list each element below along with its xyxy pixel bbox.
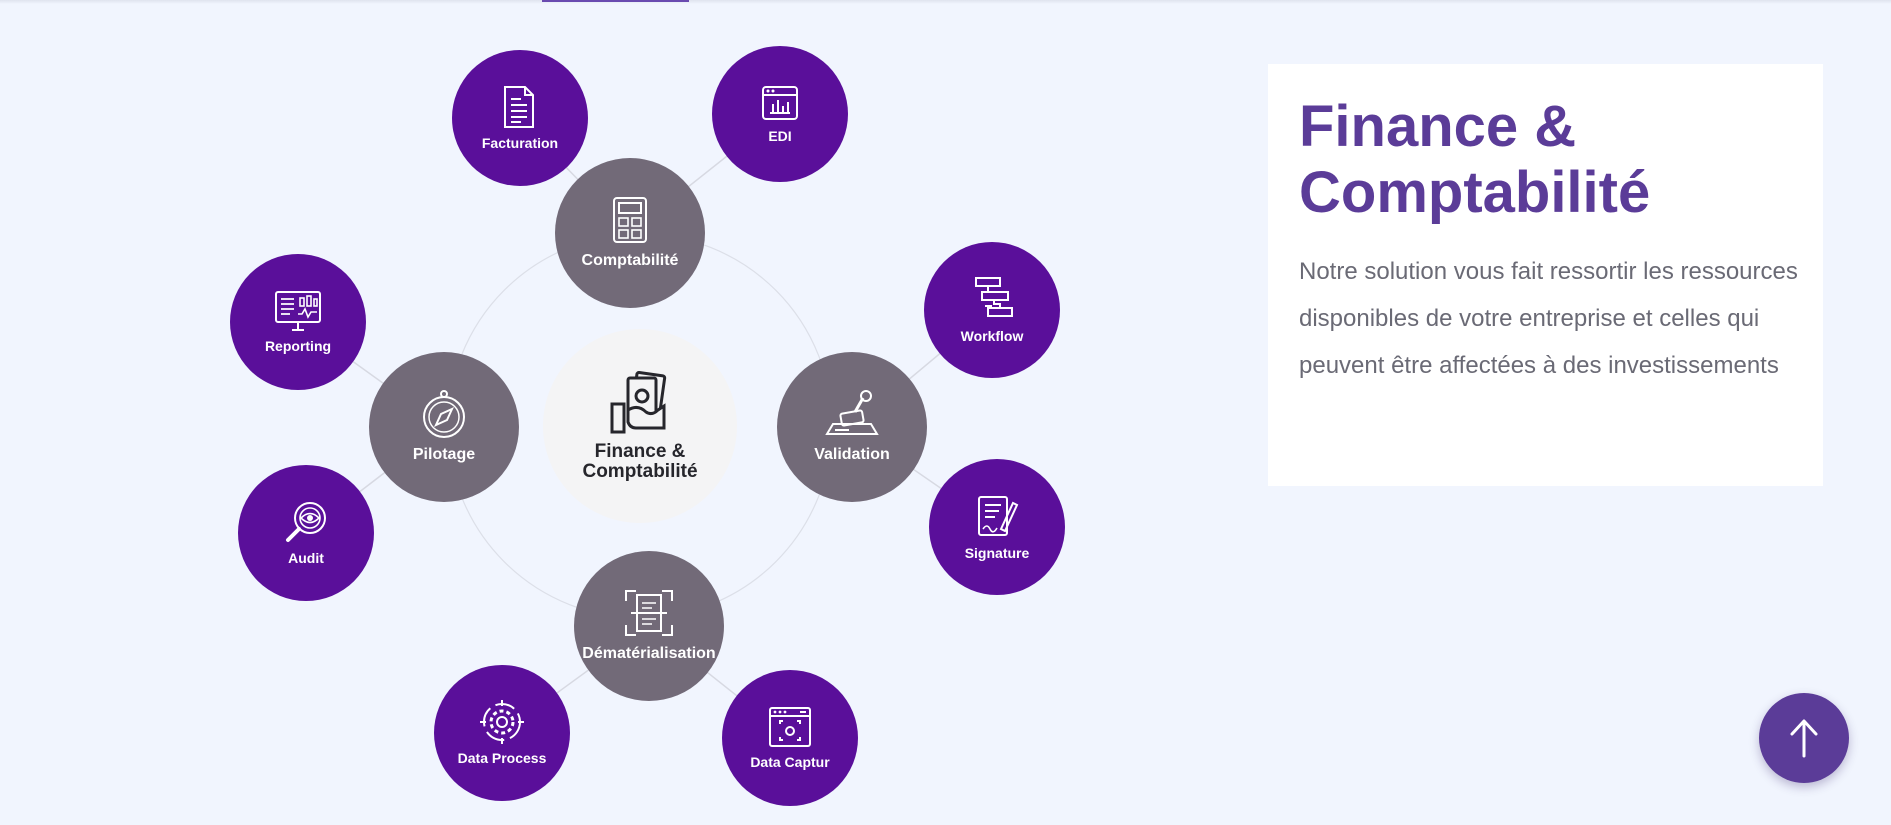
info-card: Finance & Comptabilité Notre solution vo… bbox=[1268, 64, 1823, 486]
card-description: Notre solution vous fait ressortir les r… bbox=[1299, 258, 1798, 379]
calculator-icon bbox=[613, 197, 647, 243]
node-center-finance[interactable]: Finance & Comptabilité bbox=[543, 329, 737, 523]
top-nav-shadow bbox=[0, 0, 1891, 4]
node-workflow[interactable]: Workflow bbox=[924, 242, 1060, 378]
node-data-captur[interactable]: Data Captur bbox=[722, 670, 858, 806]
node-reporting[interactable]: Reporting bbox=[230, 254, 366, 390]
node-label: Signature bbox=[964, 545, 1030, 561]
flowchart-icon bbox=[975, 277, 1013, 317]
gear-target-icon bbox=[480, 700, 524, 744]
active-tab-indicator bbox=[542, 0, 689, 2]
node-validation[interactable]: Validation bbox=[777, 352, 927, 502]
node-signature[interactable]: Signature bbox=[929, 459, 1065, 595]
node-edi[interactable]: EDI bbox=[712, 46, 848, 182]
magnifier-eye-icon bbox=[286, 502, 326, 542]
back-to-top-button[interactable] bbox=[1759, 693, 1849, 783]
card-title: Finance & Comptabilité bbox=[1299, 94, 1651, 225]
node-label: Workflow bbox=[960, 328, 1024, 344]
monitor-chart-icon bbox=[275, 291, 321, 331]
module-diagram: Facturation EDI Reporting bbox=[230, 46, 1065, 806]
node-facturation[interactable]: Facturation bbox=[452, 50, 588, 186]
document-scan-icon bbox=[625, 590, 673, 636]
node-label: EDI bbox=[768, 128, 792, 144]
arrow-up-icon bbox=[1790, 719, 1818, 758]
node-label: Reporting bbox=[264, 338, 332, 354]
node-label: Validation bbox=[814, 446, 890, 463]
node-data-process[interactable]: Data Process bbox=[434, 665, 570, 801]
node-audit[interactable]: Audit bbox=[238, 465, 374, 601]
node-comptabilite[interactable]: Comptabilité bbox=[555, 158, 705, 308]
node-label: Dématérialisation bbox=[582, 645, 716, 662]
node-label: Finance & Comptabilité bbox=[582, 441, 698, 482]
compass-icon bbox=[423, 390, 465, 438]
invoice-icon bbox=[504, 86, 534, 128]
document-pen-icon bbox=[978, 496, 1019, 536]
node-label: Facturation bbox=[481, 135, 559, 151]
node-label: Pilotage bbox=[412, 446, 476, 463]
cash-hand-icon bbox=[610, 371, 667, 434]
browser-chart-icon bbox=[762, 86, 798, 120]
stamp-icon bbox=[825, 390, 879, 435]
node-label: Data Process bbox=[457, 750, 547, 766]
node-dematerialisation[interactable]: Dématérialisation bbox=[574, 551, 724, 701]
node-label: Comptabilité bbox=[581, 252, 679, 269]
node-label: Audit bbox=[288, 550, 324, 566]
node-label: Data Captur bbox=[750, 754, 830, 770]
node-pilotage[interactable]: Pilotage bbox=[369, 352, 519, 502]
window-focus-icon bbox=[769, 707, 811, 747]
